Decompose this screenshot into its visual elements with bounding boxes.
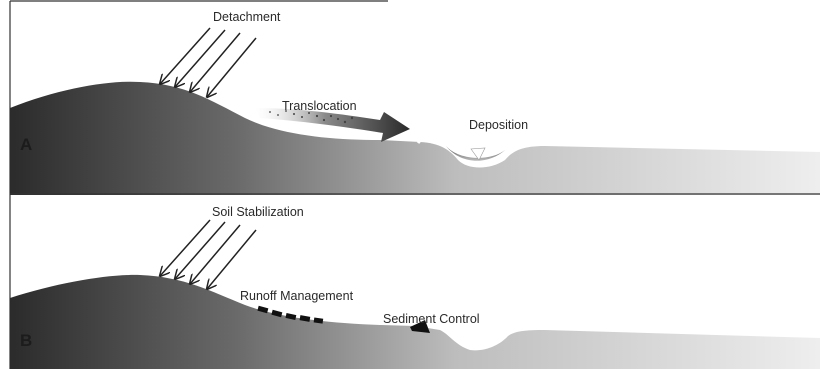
panel-letter-a: A — [20, 135, 32, 154]
label-soil-stabilization: Soil Stabilization — [212, 205, 304, 219]
runoff-barrier-1 — [257, 305, 269, 314]
detachment-arrows — [160, 27, 257, 97]
stabilization-arrow-4 — [207, 229, 257, 289]
label-detachment: Detachment — [213, 10, 281, 24]
deposition-pocket — [446, 146, 505, 161]
stabilization-arrow-3 — [190, 224, 241, 284]
runoff-barrier-3 — [285, 313, 297, 320]
runoff-barrier-2 — [271, 309, 283, 318]
stabilization-arrow-2 — [175, 221, 226, 279]
runoff-barrier-4 — [299, 315, 311, 322]
panel-letter-b: B — [20, 331, 32, 350]
panel-a-ground — [10, 81, 820, 195]
detachment-arrow-3 — [190, 32, 241, 92]
stabilization-arrows — [160, 219, 257, 289]
label-translocation: Translocation — [282, 99, 357, 113]
translocation-particles — [269, 110, 354, 124]
runoff-barriers — [257, 305, 324, 324]
panel-b: Soil Stabilization Runoff Management Sed… — [10, 205, 820, 369]
stabilization-arrow-1 — [160, 219, 211, 276]
deposition-arrow-head — [470, 147, 486, 161]
runoff-barrier-5 — [313, 317, 324, 324]
sediment-control-barrier — [410, 320, 430, 333]
label-deposition: Deposition — [469, 118, 528, 132]
panel-a: Detachment Translocation Deposition A — [10, 10, 820, 195]
label-sediment-control: Sediment Control — [383, 312, 480, 326]
label-runoff-management: Runoff Management — [240, 289, 354, 303]
detachment-arrow-4 — [207, 37, 257, 97]
detachment-arrow-2 — [175, 29, 226, 87]
detachment-arrow-1 — [160, 27, 211, 84]
panel-b-ground — [10, 274, 820, 369]
translocation-band — [255, 108, 410, 142]
